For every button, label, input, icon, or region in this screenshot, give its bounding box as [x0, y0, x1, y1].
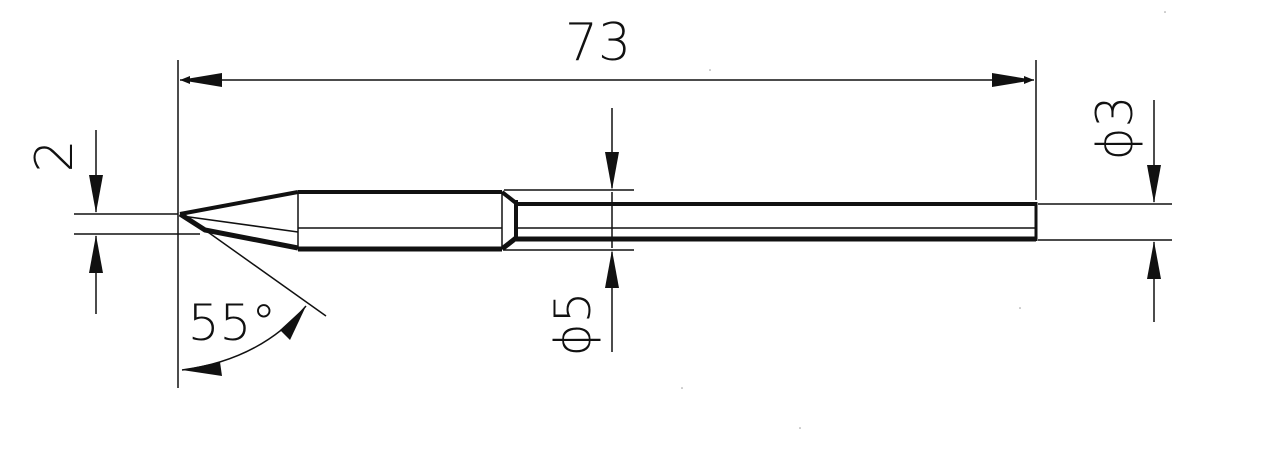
body-diameter-label: ϕ5	[544, 292, 602, 357]
overall-length-dimension	[177, 60, 1037, 388]
overall-length-label: 73	[565, 13, 631, 73]
taper-top	[500, 190, 518, 205]
tip-width-label: 2	[25, 139, 85, 172]
tip-angle-label: 55°	[188, 294, 277, 352]
tip-width-dimension	[74, 130, 200, 314]
angle-extension-line	[204, 229, 327, 317]
tip-cone-upper-edge	[179, 190, 299, 216]
tip-angle-dimension	[181, 229, 327, 376]
shaft-diameter-label: ϕ3	[1086, 96, 1144, 161]
length-arrow-right	[992, 73, 1034, 87]
taper-bottom	[500, 236, 518, 251]
angle-arrow-top	[280, 306, 306, 340]
body-arrow-upper	[605, 152, 619, 190]
shaft-arrow-lower	[1147, 241, 1161, 279]
shaft-diameter-dimension	[1038, 100, 1172, 322]
length-arrow-left	[180, 73, 222, 87]
tip-arrow-upper	[89, 175, 103, 213]
angle-arrow-bottom	[182, 362, 222, 376]
scan-specks	[681, 11, 1166, 429]
shaft-arrow-upper	[1147, 165, 1161, 203]
tip-chamfer-line	[181, 215, 299, 233]
body-diameter-dimension	[504, 108, 634, 352]
soldering-tip-outline	[178, 190, 1038, 252]
body-arrow-lower	[605, 250, 619, 288]
tip-arrow-lower	[89, 235, 103, 273]
tip-cone-lower-edge	[178, 211, 299, 251]
